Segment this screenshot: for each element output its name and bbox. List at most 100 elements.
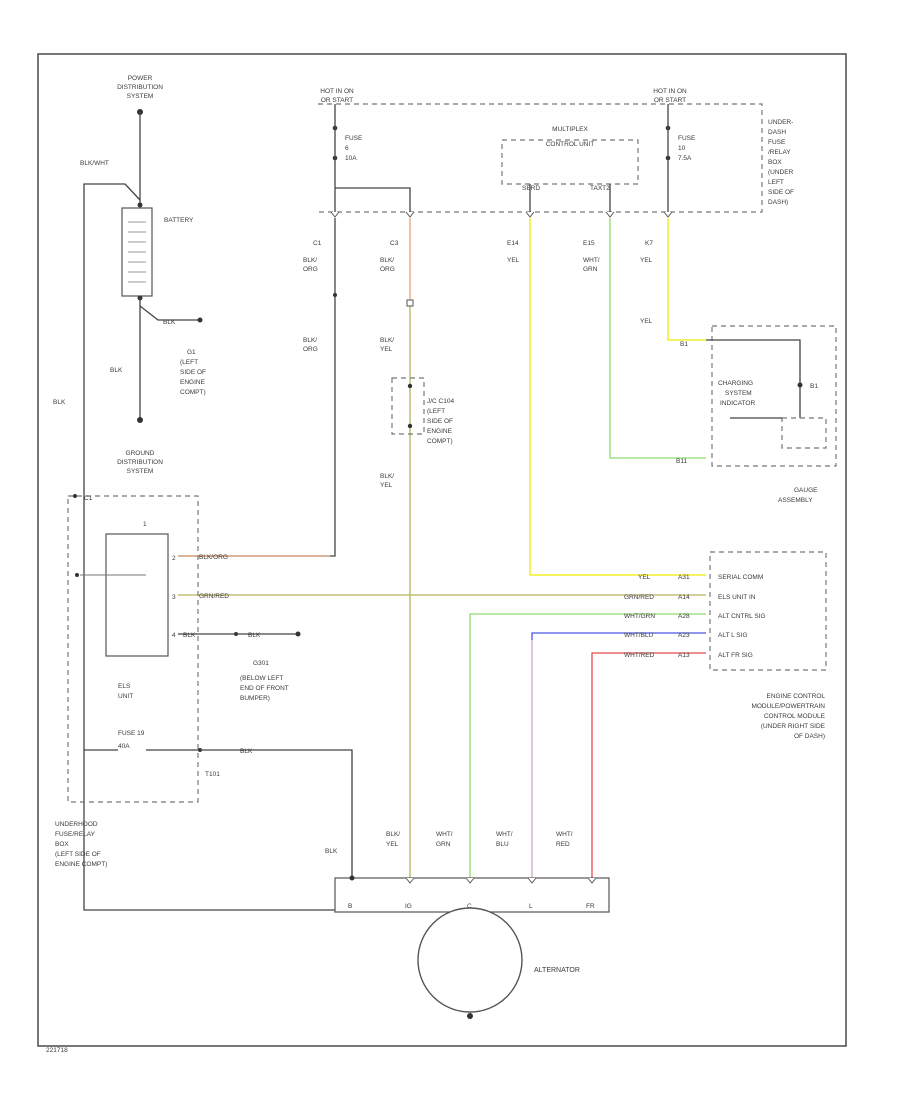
svg-text:A31: A31 bbox=[678, 574, 690, 581]
svg-text:YEL: YEL bbox=[638, 574, 651, 581]
svg-text:YEL: YEL bbox=[507, 257, 520, 264]
svg-text:BLK/: BLK/ bbox=[380, 473, 394, 480]
jc-c104-label: J/C C104 bbox=[427, 398, 454, 405]
svg-text:SYSTEM: SYSTEM bbox=[127, 93, 154, 100]
svg-text:BLK: BLK bbox=[183, 632, 196, 639]
engine-control-module: SERIAL COMM ELS UNIT IN ALT CNTRL SIG AL… bbox=[624, 551, 827, 740]
svg-text:E14: E14 bbox=[507, 240, 519, 247]
svg-text:BLU: BLU bbox=[496, 841, 509, 848]
svg-text:K7: K7 bbox=[645, 240, 653, 247]
svg-text:YEL: YEL bbox=[380, 482, 393, 489]
svg-text:ALT L SIG: ALT L SIG bbox=[718, 632, 748, 639]
g1-label: G1 bbox=[187, 349, 196, 356]
battery-label: BATTERY bbox=[164, 217, 194, 224]
svg-text:C1: C1 bbox=[84, 495, 93, 502]
svg-text:E15: E15 bbox=[583, 240, 595, 247]
svg-text:SYSTEM: SYSTEM bbox=[127, 468, 154, 475]
svg-text:BOX: BOX bbox=[768, 159, 782, 166]
svg-text:GRN: GRN bbox=[583, 266, 598, 273]
svg-text:/RELAY: /RELAY bbox=[768, 149, 791, 156]
svg-text:ORG: ORG bbox=[380, 266, 395, 273]
svg-text:OR START: OR START bbox=[321, 97, 353, 104]
svg-text:IG: IG bbox=[405, 903, 412, 910]
svg-text:L: L bbox=[529, 903, 533, 910]
fuse-6-label: FUSE bbox=[345, 135, 363, 142]
gauge-assembly-label: GAUGE bbox=[794, 487, 818, 494]
svg-text:10A: 10A bbox=[345, 155, 357, 162]
svg-text:BLK/ORG: BLK/ORG bbox=[199, 554, 228, 561]
svg-text:G301: G301 bbox=[253, 660, 269, 667]
svg-text:T101: T101 bbox=[205, 771, 220, 778]
svg-text:B11: B11 bbox=[676, 458, 687, 465]
svg-text:A13: A13 bbox=[678, 652, 690, 659]
svg-text:ORG: ORG bbox=[303, 266, 318, 273]
svg-text:OR START: OR START bbox=[654, 97, 686, 104]
svg-text:BLK: BLK bbox=[163, 319, 176, 326]
svg-text:3: 3 bbox=[172, 594, 176, 601]
gauge-assembly: CHARGING SYSTEM INDICATOR B1 B11 B1 GAUG… bbox=[676, 325, 837, 504]
svg-text:ASSEMBLY: ASSEMBLY bbox=[778, 497, 813, 504]
svg-text:YEL: YEL bbox=[640, 318, 653, 325]
svg-text:CONTROL MODULE: CONTROL MODULE bbox=[764, 713, 826, 720]
svg-text:FUSE/RELAY: FUSE/RELAY bbox=[55, 831, 96, 838]
svg-text:C1: C1 bbox=[313, 240, 322, 247]
svg-text:BLK/: BLK/ bbox=[386, 831, 400, 838]
svg-text:TAXT2: TAXT2 bbox=[590, 185, 610, 192]
svg-text:ALT FR SIG: ALT FR SIG bbox=[718, 652, 753, 659]
svg-text:BLK/: BLK/ bbox=[380, 337, 394, 344]
svg-text:MODULE/POWERTRAIN: MODULE/POWERTRAIN bbox=[751, 703, 825, 710]
svg-text:B: B bbox=[348, 903, 352, 910]
svg-text:C3: C3 bbox=[390, 240, 399, 247]
svg-text:2: 2 bbox=[172, 555, 176, 562]
alternator-label: ALTERNATOR bbox=[534, 967, 580, 974]
svg-text:4: 4 bbox=[172, 632, 176, 639]
svg-text:ENGINE COMPT): ENGINE COMPT) bbox=[55, 861, 107, 868]
svg-text:GRN/RED: GRN/RED bbox=[199, 593, 229, 600]
footer-code: 221718 bbox=[46, 1047, 68, 1054]
svg-text:UNIT: UNIT bbox=[118, 693, 133, 700]
svg-text:OF DASH): OF DASH) bbox=[794, 733, 825, 740]
hot-in-on-right: HOT IN ON bbox=[653, 88, 687, 95]
underhood-fuse-relay-box-label: UNDERHOOD bbox=[55, 821, 98, 828]
svg-text:COMPT): COMPT) bbox=[427, 438, 453, 445]
svg-text:GRN: GRN bbox=[436, 841, 451, 848]
alternator: BLK BLK/ YEL WHT/ GRN WHT/ BLU WHT/ RED … bbox=[325, 831, 610, 1019]
svg-text:YEL: YEL bbox=[380, 346, 393, 353]
svg-text:ENGINE: ENGINE bbox=[427, 428, 453, 435]
svg-text:ELS UNIT IN: ELS UNIT IN bbox=[718, 594, 756, 601]
svg-text:WHT/GRN: WHT/GRN bbox=[624, 613, 655, 620]
svg-text:A28: A28 bbox=[678, 613, 690, 620]
blk-wht-label: BLK/WHT bbox=[80, 160, 109, 167]
underhood-fuse-box: C1 1 2 3 4 BLK/ORG GRN/RED BLK BLK ELS U… bbox=[55, 494, 353, 878]
svg-text:40A: 40A bbox=[118, 743, 130, 750]
alternator-connector bbox=[334, 877, 610, 913]
svg-text:YEL: YEL bbox=[640, 257, 653, 264]
svg-text:SYSTEM: SYSTEM bbox=[725, 390, 752, 397]
svg-text:A23: A23 bbox=[678, 632, 690, 639]
svg-text:1: 1 bbox=[143, 521, 147, 528]
svg-text:DASH): DASH) bbox=[768, 199, 788, 206]
svg-text:10: 10 bbox=[678, 145, 686, 152]
svg-text:WHT/BLU: WHT/BLU bbox=[624, 632, 654, 639]
svg-text:RED: RED bbox=[556, 841, 570, 848]
power-dist-label: POWER bbox=[128, 75, 153, 82]
svg-text:WHT/RED: WHT/RED bbox=[624, 652, 655, 659]
svg-text:WHT/: WHT/ bbox=[436, 831, 453, 838]
svg-text:SIDE OF: SIDE OF bbox=[768, 189, 794, 196]
svg-text:BLK/: BLK/ bbox=[380, 257, 394, 264]
svg-text:BLK/: BLK/ bbox=[303, 257, 317, 264]
fuse-10-label: FUSE bbox=[678, 135, 696, 142]
under-dash-fuse-box: HOT IN ON OR START HOT IN ON OR START FU… bbox=[318, 88, 794, 218]
multiplex-control-unit: MULTIPLEX bbox=[552, 126, 588, 133]
svg-text:B1: B1 bbox=[810, 383, 818, 390]
svg-text:LEFT: LEFT bbox=[768, 179, 784, 186]
ecm-title: ENGINE CONTROL bbox=[766, 693, 825, 700]
g301-label: (BELOW LEFT bbox=[240, 675, 283, 682]
svg-text:WHT/: WHT/ bbox=[583, 257, 600, 264]
ecm-serial-comm: SERIAL COMM bbox=[718, 574, 763, 581]
wires: C1 BLK/ ORG BLK/ ORG C3 BLK/ ORG BLK/ YE… bbox=[178, 218, 706, 878]
svg-text:DISTRIBUTION: DISTRIBUTION bbox=[117, 84, 163, 91]
svg-text:SIDE OF: SIDE OF bbox=[180, 369, 206, 376]
diagram-frame bbox=[37, 53, 847, 1047]
